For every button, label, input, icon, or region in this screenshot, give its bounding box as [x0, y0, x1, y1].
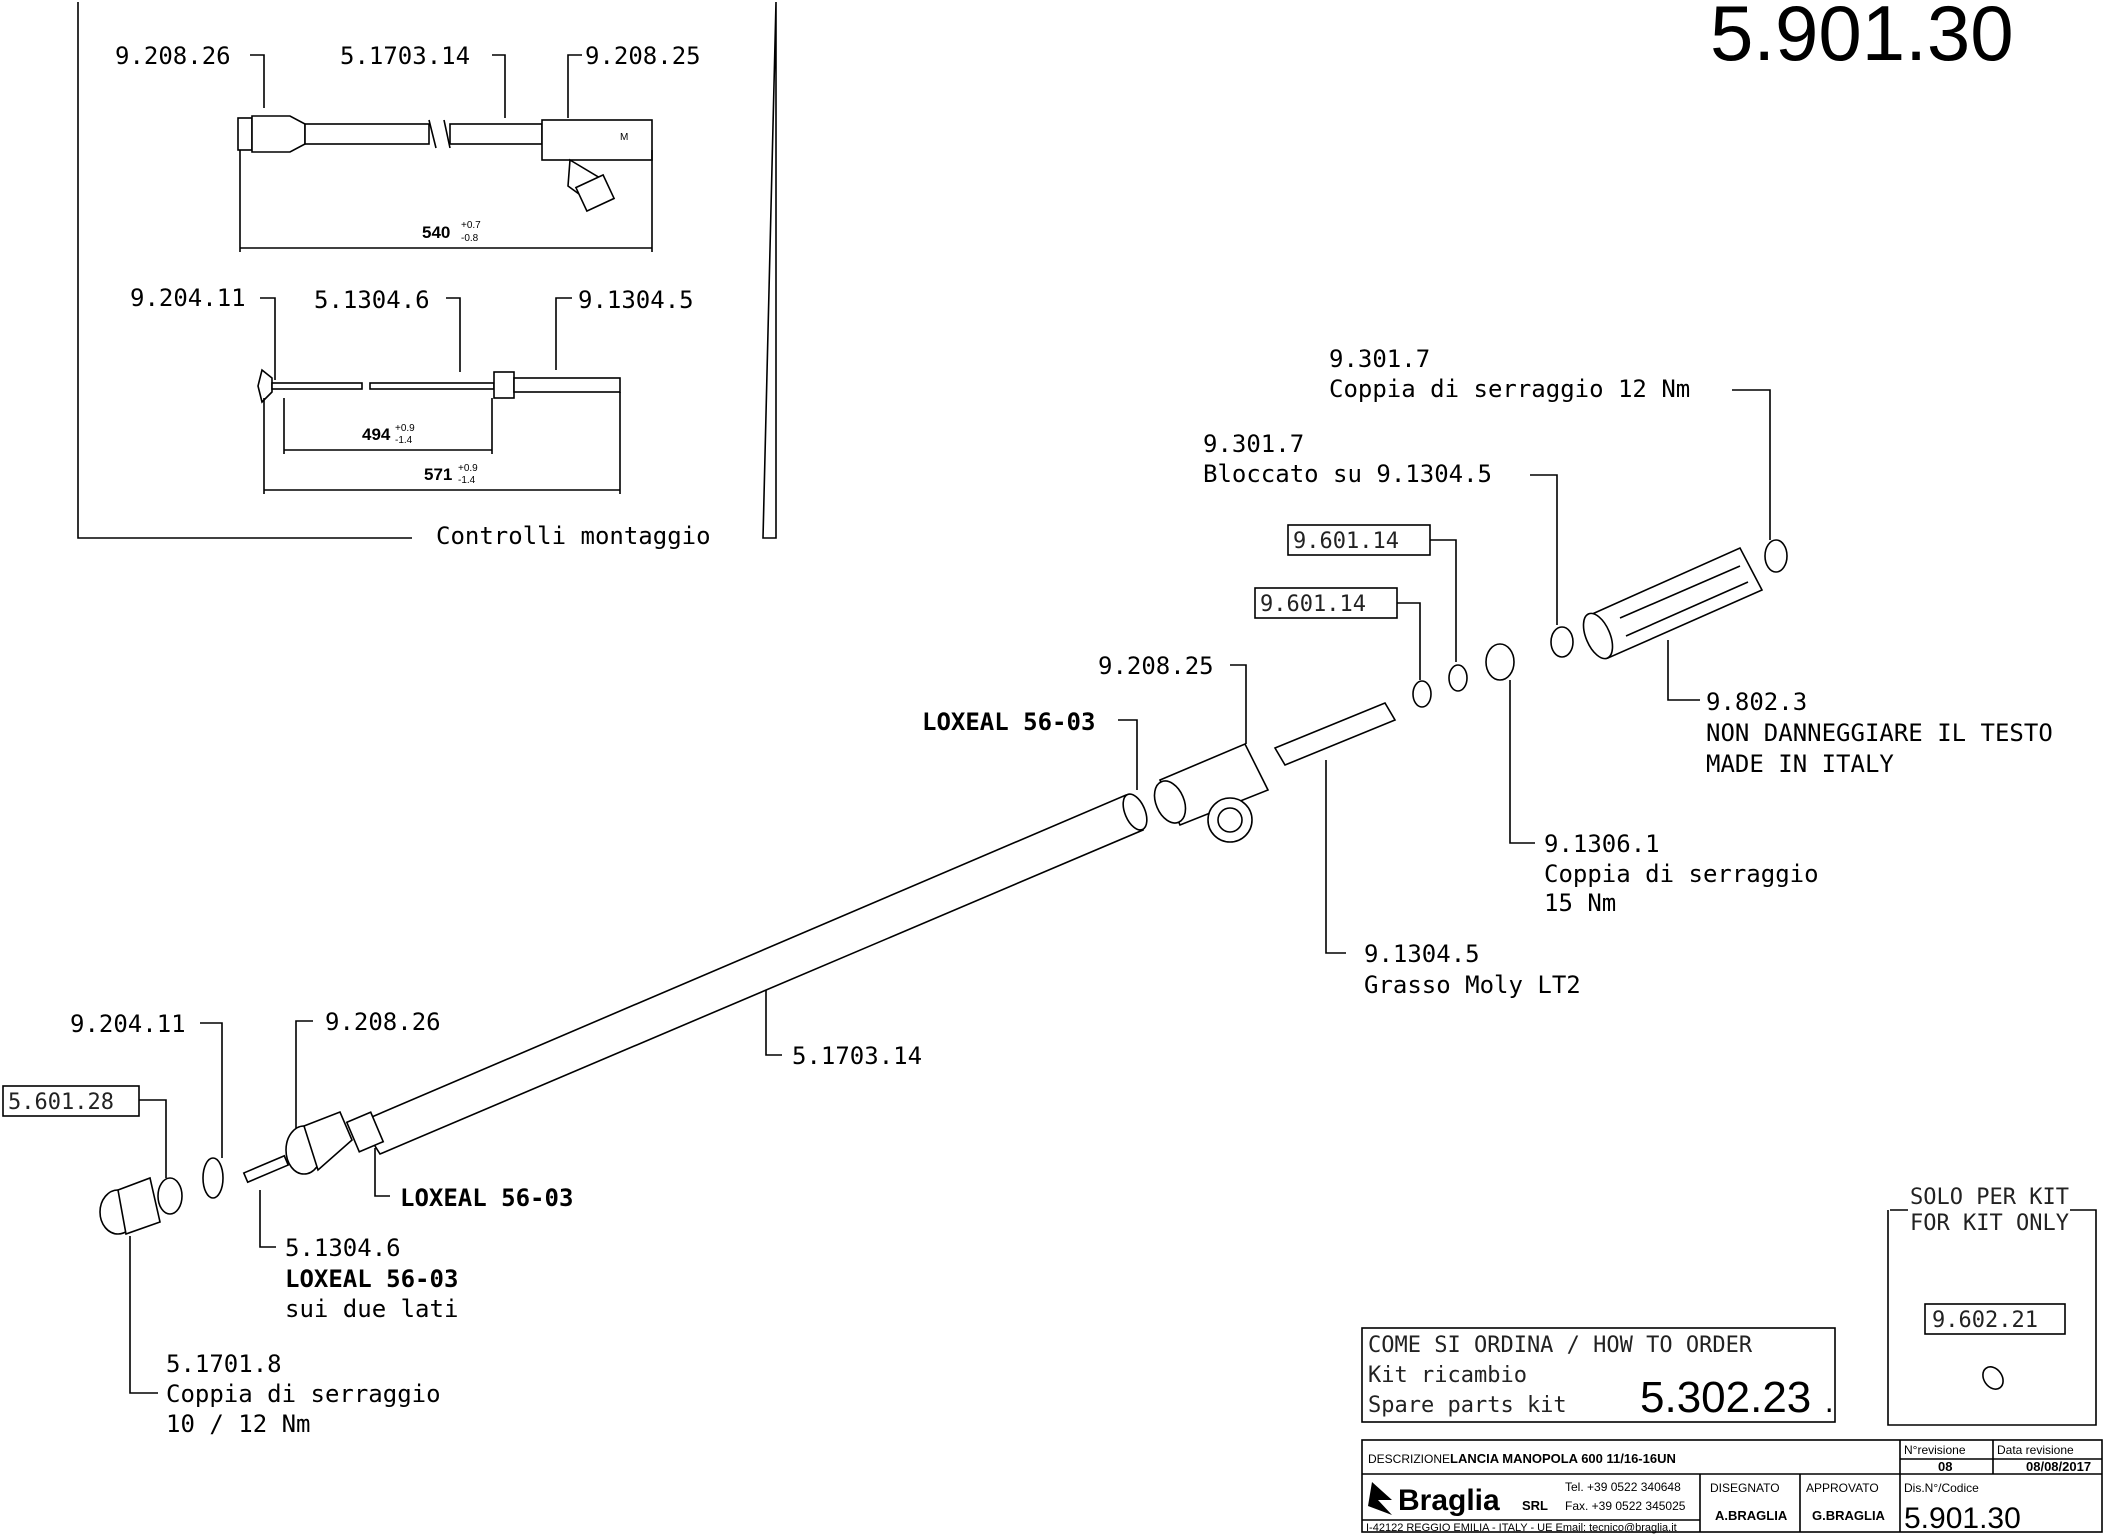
- inset-assembly1-drawing: M: [237, 115, 653, 213]
- callout-9-208-25: 9.208.25: [1098, 652, 1214, 680]
- svg-text:+0.9: +0.9: [395, 423, 415, 434]
- inset-dim-571: 571: [424, 465, 452, 484]
- callout-9-802-3-text2: MADE IN ITALY: [1706, 750, 1894, 778]
- descr-label: DESCRIZIONE:: [1368, 1452, 1453, 1466]
- kit-only-box: SOLO PER KIT FOR KIT ONLY 9.602.21: [1887, 1185, 2097, 1426]
- callout-9-208-26: 9.208.26: [325, 1008, 441, 1036]
- callout-9-802-3-code: 9.802.3: [1706, 688, 1807, 716]
- inset-label-9-208-25: 9.208.25: [585, 42, 701, 70]
- svg-text:.: .: [1822, 1390, 1836, 1418]
- callout-9-301-7-top-code: 9.301.7: [1329, 345, 1430, 373]
- svg-text:SRL: SRL: [1522, 1498, 1548, 1513]
- callout-9-301-7-code: 9.301.7: [1203, 430, 1304, 458]
- callout-5-601-28-box: [2, 1085, 140, 1117]
- nut-9-301-7-a: [1550, 626, 1574, 658]
- callout-9-1304-5-code: 9.1304.5: [1364, 940, 1480, 968]
- inset-assembly2-drawing: [257, 368, 621, 404]
- drawn-label: DISEGNATO: [1710, 1481, 1780, 1495]
- descr-value: LANCIA MANOPOLA 600 11/16-16UN: [1450, 1451, 1676, 1466]
- drawing-number: 5.901.30: [1710, 0, 2014, 77]
- inset-label-9-204-11: 9.204.11: [130, 284, 246, 312]
- callout-9-802-3-text1: NON DANNEGGIARE IL TESTO: [1706, 719, 2053, 747]
- company-fax: Fax. +39 0522 345025: [1565, 1499, 1686, 1513]
- callout-5-1304-6-text1: LOXEAL 56-03: [285, 1265, 458, 1293]
- approved-label: APPROVATO: [1806, 1481, 1879, 1495]
- order-line2: Kit ricambio: [1368, 1363, 1527, 1388]
- callouts: 9.301.7 Coppia di serraggio 12 Nm 9.301.…: [2, 345, 2053, 1438]
- inset-box: Controlli montaggio 9.208.26 5.1703.14 9…: [77, 1, 777, 550]
- nut-9-301-7-b: [1764, 539, 1788, 573]
- callout-5-1701-8-text1: Coppia di serraggio: [166, 1380, 441, 1408]
- inset-dim-494: 494: [362, 425, 391, 444]
- callout-9-601-14-a: 9.601.14: [1293, 529, 1399, 554]
- inset-dim-540: 540: [422, 223, 450, 242]
- svg-text:+0.7: +0.7: [461, 220, 481, 231]
- company-tel: Tel. +39 0522 340648: [1565, 1480, 1681, 1494]
- part-9-204-11: [202, 1157, 224, 1199]
- callout-9-301-7-top-text: Coppia di serraggio 12 Nm: [1329, 375, 1690, 403]
- order-line3: Spare parts kit: [1368, 1393, 1567, 1418]
- kit-title: SOLO PER KIT: [1910, 1185, 2069, 1210]
- washer-1: [1412, 680, 1432, 708]
- inset-label-5-1703-14: 5.1703.14: [340, 42, 470, 70]
- date-value: 08/08/2017: [2026, 1459, 2091, 1474]
- svg-text:-1.4: -1.4: [395, 435, 413, 446]
- rev-value: 08: [1938, 1459, 1952, 1474]
- nut-9-1306-1: [1485, 643, 1515, 681]
- drawn-value: A.BRAGLIA: [1715, 1508, 1788, 1523]
- washer-2: [1448, 664, 1468, 692]
- callout-9-204-11: 9.204.11: [70, 1010, 186, 1038]
- callout-5-1304-6-text2: sui due lati: [285, 1295, 458, 1323]
- callout-9-301-7-text: Bloccato su 9.1304.5: [1203, 460, 1492, 488]
- callout-5-1701-8-code: 5.1701.8: [166, 1350, 282, 1378]
- inset-label-5-1304-6: 5.1304.6: [314, 286, 430, 314]
- order-box: COME SI ORDINA / HOW TO ORDER Kit ricamb…: [1361, 1327, 1836, 1423]
- date-label: Data revisione: [1997, 1443, 2074, 1457]
- exploded-view: [99, 539, 1788, 1236]
- callout-5-1701-8-text2: 10 / 12 Nm: [166, 1410, 311, 1438]
- approved-value: G.BRAGLIA: [1812, 1508, 1886, 1523]
- tube-5-1703-14: [358, 793, 1145, 1156]
- callout-loxeal-top: LOXEAL 56-03: [922, 708, 1095, 736]
- callout-5-1703-14: 5.1703.14: [792, 1042, 922, 1070]
- callout-9-1306-1-text2: 15 Nm: [1544, 889, 1616, 917]
- rev-label: N°revisione: [1904, 1443, 1966, 1457]
- washer-5-601-28: [157, 1177, 183, 1215]
- callout-9-1304-5-text: Grasso Moly LT2: [1364, 971, 1581, 999]
- svg-text:-1.4: -1.4: [458, 475, 476, 486]
- code-value: 5.901.30: [1904, 1502, 2021, 1535]
- svg-text:+0.9: +0.9: [458, 463, 478, 474]
- svg-text:-0.8: -0.8: [461, 233, 479, 244]
- code-label: Dis.N°/Codice: [1904, 1481, 1979, 1495]
- inset-label-9-1304-5: 9.1304.5: [578, 286, 694, 314]
- callout-5-1304-6-code: 5.1304.6: [285, 1234, 401, 1262]
- order-code: 5.302.23: [1640, 1373, 1811, 1422]
- grip-9-802-3: [1588, 546, 1764, 660]
- callout-loxeal-bottom: LOXEAL 56-03: [400, 1184, 573, 1212]
- inset-label-9-208-26: 9.208.26: [115, 42, 231, 70]
- order-line1: COME SI ORDINA / HOW TO ORDER: [1368, 1333, 1753, 1358]
- kit-subtitle: FOR KIT ONLY: [1910, 1211, 2069, 1236]
- svg-text:M: M: [620, 132, 628, 143]
- company-name: Braglia: [1398, 1484, 1500, 1517]
- company-address: I-42122 REGGIO EMILIA - ITALY - UE Email…: [1366, 1522, 1677, 1534]
- kit-part: 9.602.21: [1932, 1308, 2038, 1333]
- callout-9-1306-1-code: 9.1306.1: [1544, 830, 1660, 858]
- rod-9-1304-5: [1273, 701, 1397, 767]
- inset-caption: Controlli montaggio: [436, 522, 711, 550]
- callout-9-1306-1-text1: Coppia di serraggio: [1544, 860, 1819, 888]
- title-block: DESCRIZIONE: LANCIA MANOPOLA 600 11/16-1…: [1361, 1439, 2103, 1535]
- callout-9-601-14-b: 9.601.14: [1260, 592, 1366, 617]
- braglia-logo-icon: [1368, 1482, 1392, 1515]
- callout-5-601-28: 5.601.28: [8, 1090, 114, 1115]
